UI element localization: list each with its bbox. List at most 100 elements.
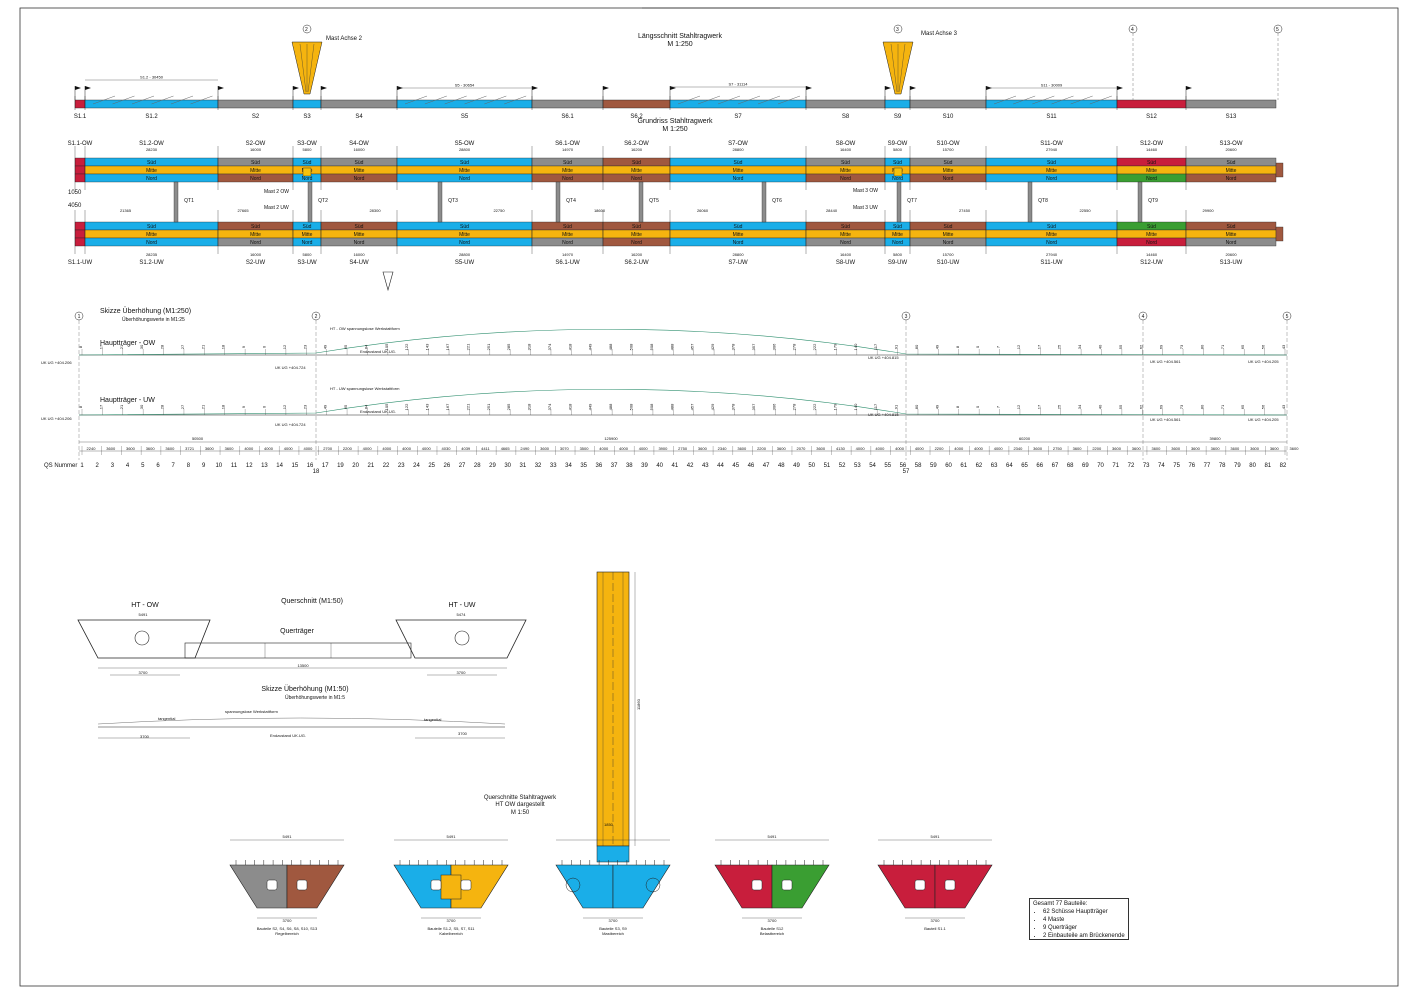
segment-label: S4-UW [349, 260, 369, 266]
camber-value: 179 [832, 343, 837, 350]
nord-label: Nord [943, 240, 954, 246]
segment-dim: 2240 [87, 446, 97, 451]
dimension-label: S11 - 30009 [1041, 83, 1063, 88]
mitte-label: Mitte [733, 232, 744, 238]
segment-label: S8 [842, 114, 850, 120]
segment-dimension: 16200 [631, 252, 643, 257]
camber-value: 122 [404, 403, 409, 410]
segment-dim: 3600 [1270, 446, 1280, 451]
access-hole [645, 877, 661, 893]
segment-dimension: 5800 [893, 252, 903, 257]
total-dimension: 60200 [1019, 436, 1031, 441]
qs-number: 32 [535, 463, 542, 469]
qs-number: 28 [474, 463, 481, 469]
segment-dim: 3600 [698, 446, 708, 451]
nord-label: Nord [892, 240, 903, 246]
ht-uw-label: Hauptträger - UW [100, 397, 155, 404]
camber-value: 105 [384, 343, 389, 350]
segment-dim: 3600 [1073, 446, 1083, 451]
camber-value: 21 [200, 404, 205, 409]
camber-value: 40 [1097, 404, 1102, 409]
segment-label: S12-OW [1140, 141, 1163, 147]
camber-value: 143 [425, 343, 430, 350]
qs-number: 20 [352, 463, 359, 469]
mast-2-ow-label: Mast 2 OW [264, 189, 289, 195]
segment-dim: 3600 [1112, 446, 1122, 451]
segment-dim: 3600 [205, 446, 215, 451]
segment-label: S1.2 [145, 114, 158, 120]
segment-dimension: 16400 [840, 147, 852, 152]
sued-label: Süd [734, 160, 743, 166]
nord-label: Nord [1046, 176, 1057, 182]
segment-dimension: 14970 [562, 252, 574, 257]
segment-label: S11 [1046, 114, 1057, 120]
camber-note: HT - UW spannungslose Werkstattform [330, 386, 400, 391]
nord-label: Nord [354, 176, 365, 182]
segment-label: S2-UW [246, 260, 266, 266]
sued-label: Süd [147, 224, 156, 230]
camber-value: 140 [853, 403, 858, 410]
segment-label: S3 [303, 114, 311, 120]
qs-number: 2 [96, 463, 100, 469]
flag-icon [603, 86, 609, 90]
nord-label: Nord [302, 176, 313, 182]
segment-label: S7-UW [728, 260, 748, 266]
nord-label: Nord [459, 240, 470, 246]
north-arrow-icon [382, 271, 394, 292]
cross-girder [1027, 181, 1033, 223]
section-sub: Kabelbereich [439, 931, 462, 936]
svg-text:3700: 3700 [140, 734, 150, 739]
access-hole [565, 877, 581, 893]
camber-value: 508 [629, 403, 634, 410]
nord-label: Nord [631, 176, 642, 182]
dimension-label: S5 - 30654 [455, 83, 475, 88]
section-right-half [286, 864, 345, 909]
legend-item: 62 Schüsse Hauptträger [1043, 908, 1125, 916]
camber-value: 7 [996, 405, 1001, 408]
camber-value: 56 [1261, 344, 1266, 349]
segment-dim: 4000 [619, 446, 629, 451]
cable-line [131, 95, 155, 105]
camber-value: 179 [832, 403, 837, 410]
elevation-label: UK UG +404.561 [1150, 417, 1181, 422]
qs-number: 53 [854, 463, 861, 469]
cable-line [777, 95, 801, 105]
camber-value: 357 [751, 343, 756, 350]
camber-value: 12 [282, 404, 287, 409]
section-left-half [555, 864, 614, 909]
cable-line [757, 95, 781, 105]
camber-value: 449 [588, 403, 593, 410]
segment-label: S8-OW [836, 141, 856, 147]
cross-girder [173, 181, 179, 223]
camber-value: 318 [527, 343, 532, 350]
nord-label: Nord [146, 240, 157, 246]
segment-dimension: 28800 [732, 147, 744, 152]
qt-dimension: 22750 [493, 208, 505, 213]
legend-title: Gesamt 77 Bauteile: [1033, 901, 1088, 907]
access-hole [751, 879, 763, 891]
cable-line [484, 95, 507, 105]
nord-label: Nord [733, 176, 744, 182]
segment-label: S13-UW [1220, 260, 1243, 266]
legend-item: 2 Einbauteile am Brückenende [1043, 932, 1125, 940]
nord-label: Nord [840, 240, 851, 246]
mitte-label: Mitte [631, 168, 642, 174]
segment-dim: 4030 [442, 446, 452, 451]
svg-text:4050: 4050 [68, 203, 82, 209]
qt-dimension: 29900 [1202, 208, 1214, 213]
segment-label: S12 [1146, 114, 1157, 120]
qs-number: 77 [1204, 463, 1211, 469]
mitte-label: Mitte [943, 168, 954, 174]
qs-number: 54 [869, 463, 876, 469]
qs-number: 62 [976, 463, 983, 469]
sued-label: Süd [147, 160, 156, 166]
camber-value: 21 [119, 404, 124, 409]
elevation-label: UK UG +404.206 [41, 360, 72, 365]
qs-number: 21 [368, 463, 375, 469]
mitte-label: Mitte [459, 168, 470, 174]
end-piece [1275, 226, 1284, 242]
camber-value: 73 [1179, 344, 1184, 349]
camber-value: 65 [1240, 344, 1245, 349]
segment-dimension: 5800 [893, 147, 903, 152]
qs-number: 51 [824, 463, 831, 469]
